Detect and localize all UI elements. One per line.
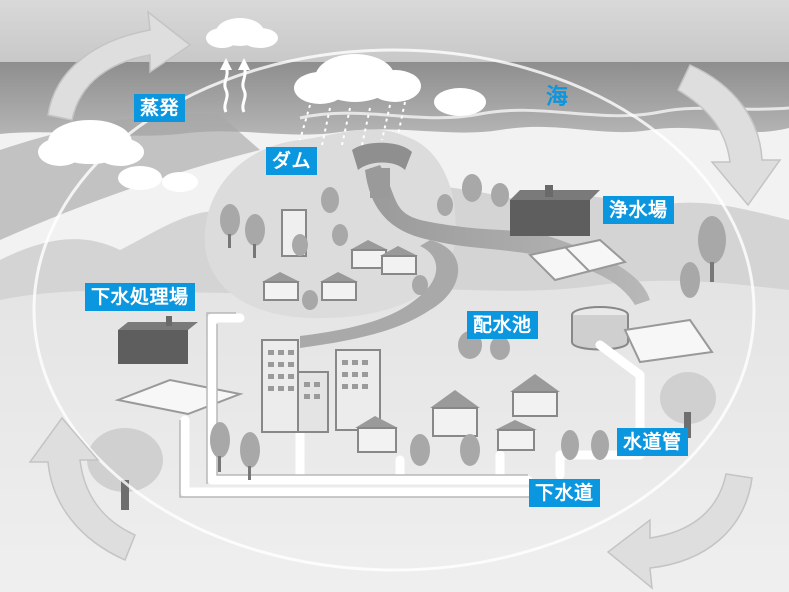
rain: [299, 101, 406, 146]
cloud-top: [206, 18, 278, 48]
cycle-arrow-top-right-icon: [677, 64, 782, 207]
label-sea: 海: [546, 85, 569, 110]
label-water-purification-plant: 浄水場: [603, 196, 674, 224]
clouds: [38, 18, 486, 192]
label-distribution-reservoir: 配水池: [467, 311, 538, 339]
label-sewer: 下水道: [529, 479, 600, 507]
building-windows: [268, 350, 368, 399]
label-sewage-treatment-plant: 下水処理場: [85, 283, 195, 311]
cycle-ring: [32, 48, 756, 572]
label-evaporation: 蒸発: [134, 94, 186, 122]
cycle-arrow-bottom-left-icon: [28, 416, 136, 562]
cloud-small-1: [118, 166, 162, 190]
cloud-sea: [434, 88, 486, 116]
river: [365, 165, 650, 305]
label-dam: ダム: [266, 147, 318, 175]
dam: [352, 142, 412, 170]
trees: [87, 174, 726, 510]
cycle-arrow-bottom-right-icon: [606, 473, 753, 590]
water-purification-plant-building: [510, 185, 600, 236]
houses: [262, 240, 560, 453]
label-water-pipe: 水道管: [617, 428, 688, 456]
river-lower: [300, 240, 459, 348]
purification-pools: [527, 238, 628, 282]
cloud-small-2: [162, 172, 198, 192]
cloud-left: [38, 120, 144, 166]
cycle-arrow-top-left-icon: [47, 10, 192, 121]
water-pool-right: [623, 318, 714, 364]
cloud-rain: [294, 54, 421, 104]
sewage-treatment-building: [118, 316, 198, 364]
pipe-outlines: [179, 312, 530, 498]
dam-spillway: [370, 168, 390, 198]
